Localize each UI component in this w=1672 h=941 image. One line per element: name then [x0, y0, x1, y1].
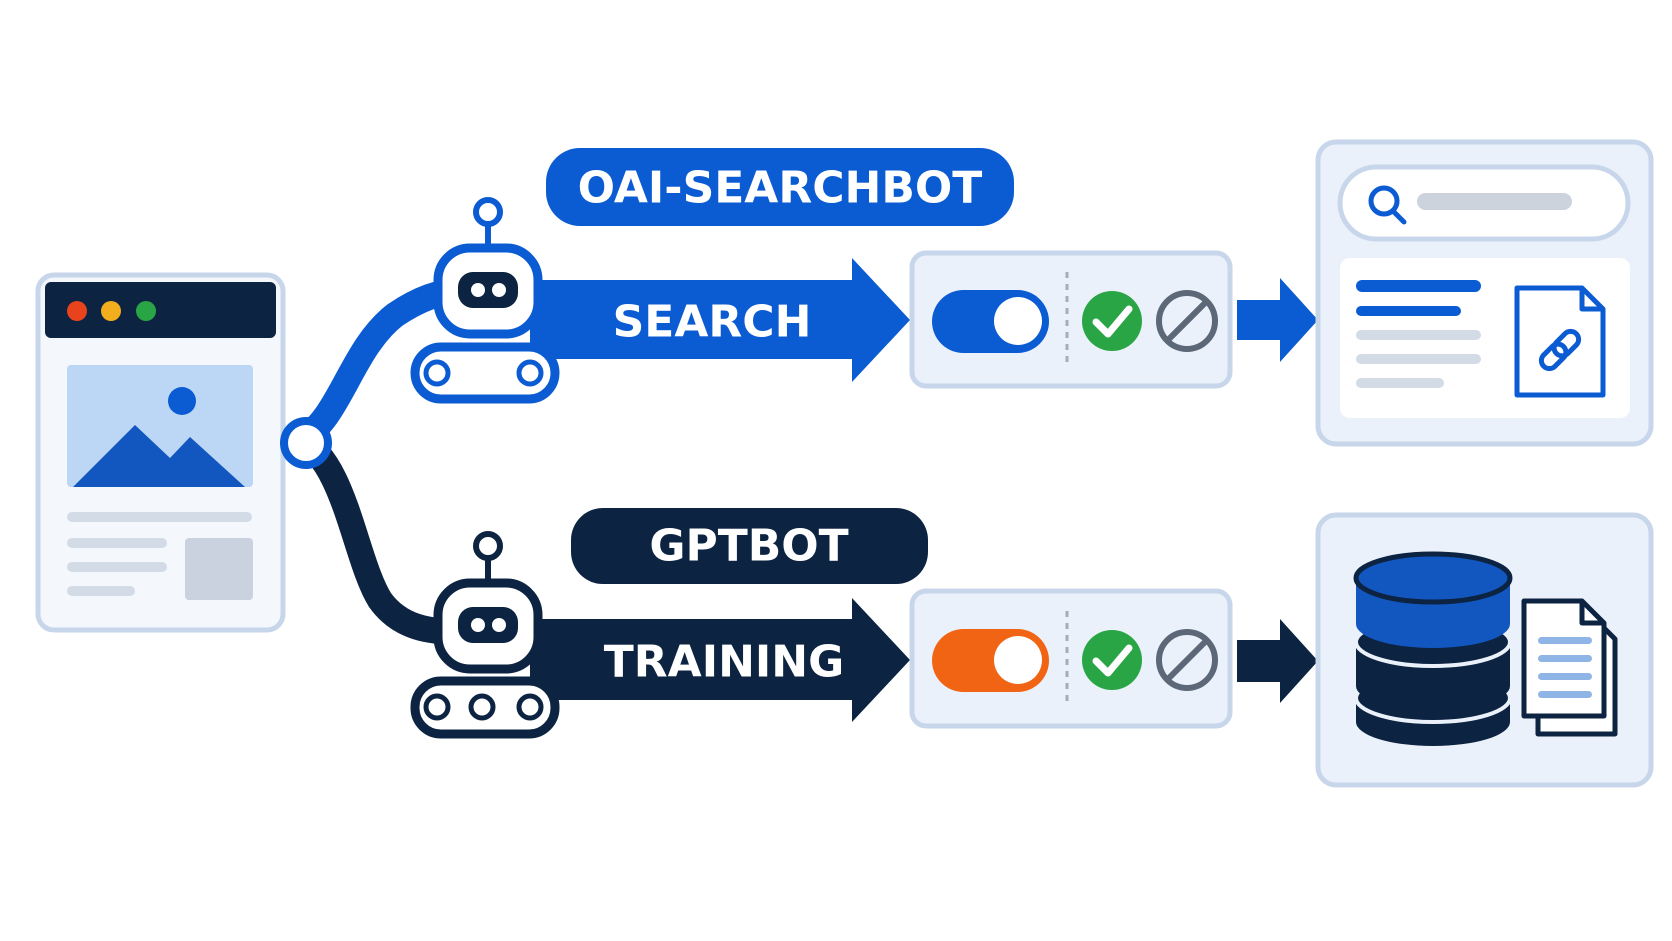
text-line — [67, 562, 167, 572]
database-icon — [1353, 551, 1513, 746]
training-robot-icon — [410, 531, 560, 739]
search-block-icon[interactable] — [1156, 290, 1218, 352]
image-placeholder-icon — [67, 365, 253, 487]
window-dot-red — [67, 301, 87, 321]
training-toggle-switch[interactable] — [932, 629, 1049, 692]
search-query-placeholder — [1417, 193, 1572, 210]
window-dot-yellow — [101, 301, 121, 321]
result-text-line — [1356, 330, 1481, 340]
window-dot-green — [136, 301, 156, 321]
linked-document-icon — [1514, 285, 1606, 398]
training-control-panel — [909, 588, 1233, 729]
training-output-arrow — [1237, 619, 1318, 703]
svg-text:OAI-SEARCHBOT: OAI-SEARCHBOT — [578, 163, 983, 214]
gptbot-label: GPTBOT — [571, 508, 928, 584]
search-results-panel — [1315, 139, 1654, 447]
search-output-arrow — [1237, 278, 1318, 362]
source-webpage — [35, 272, 286, 633]
svg-text:SEARCH: SEARCH — [613, 297, 812, 348]
search-robot-icon — [410, 197, 560, 404]
text-line — [67, 586, 135, 596]
thumbnail-placeholder — [185, 538, 253, 600]
search-allow-check-icon[interactable] — [1082, 291, 1142, 351]
training-branch-connector — [287, 427, 473, 645]
branch-node — [280, 417, 332, 469]
text-line — [67, 512, 252, 522]
result-title-line — [1356, 280, 1481, 292]
result-text-line — [1356, 354, 1481, 364]
search-arrow: SEARCH — [530, 258, 910, 382]
documents-icon — [1521, 598, 1618, 737]
training-allow-check-icon[interactable] — [1082, 630, 1142, 690]
search-toggle-switch[interactable] — [932, 290, 1049, 353]
search-icon — [1368, 185, 1407, 225]
oai-searchbot-label: OAI-SEARCHBOT — [546, 148, 1014, 226]
training-database-panel — [1315, 512, 1654, 788]
svg-text:GPTBOT: GPTBOT — [649, 521, 848, 572]
result-text-line — [1356, 306, 1461, 316]
text-line — [67, 538, 167, 548]
browser-titlebar — [45, 282, 276, 338]
result-text-line — [1356, 378, 1444, 388]
svg-text:TRAINING: TRAINING — [604, 637, 844, 688]
training-arrow: TRAINING — [530, 598, 910, 722]
training-block-icon[interactable] — [1156, 629, 1218, 691]
